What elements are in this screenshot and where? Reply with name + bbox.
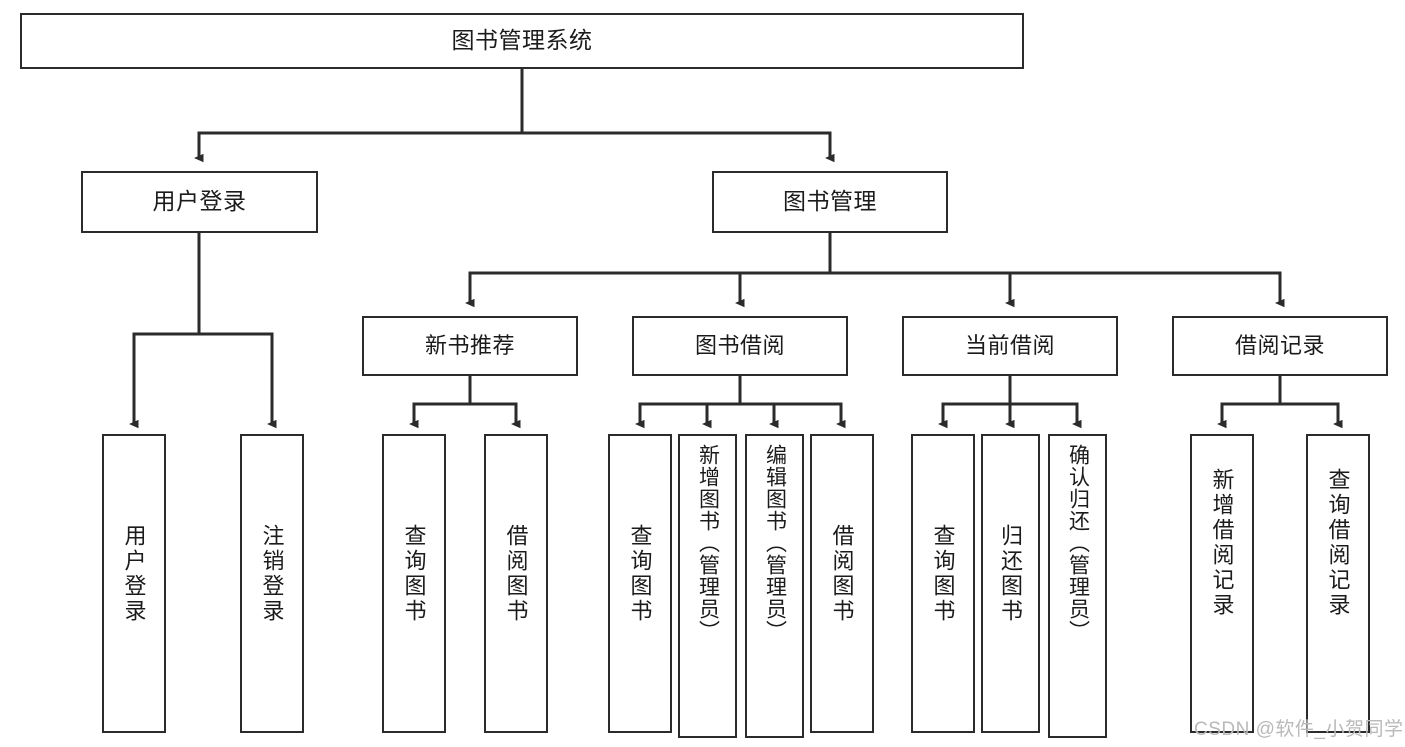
node-leaf-edit-book-label: 编辑图书（管理员） (763, 444, 787, 642)
node-leaf-query-record[interactable]: 查询借阅记录 (1306, 434, 1370, 733)
node-leaf-query-book-1-label: 查询图书 (401, 524, 427, 624)
node-root-system-label: 图书管理系统 (451, 27, 593, 54)
node-leaf-borrow-book-1-label: 借阅图书 (503, 524, 529, 624)
node-leaf-return-book[interactable]: 归还图书 (981, 434, 1040, 733)
node-leaf-borrow-book-1[interactable]: 借阅图书 (484, 434, 548, 733)
node-new-book-recommend[interactable]: 新书推荐 (362, 316, 578, 376)
node-leaf-query-book-3-label: 查询图书 (930, 524, 956, 624)
node-leaf-confirm-return[interactable]: 确认归还（管理员） (1048, 434, 1107, 738)
node-leaf-borrow-book-2[interactable]: 借阅图书 (810, 434, 874, 733)
node-leaf-confirm-return-label: 确认归还（管理员） (1066, 444, 1090, 642)
node-leaf-logout-label: 注销登录 (259, 524, 285, 624)
node-current-borrow-label: 当前借阅 (964, 333, 1055, 359)
node-book-manage[interactable]: 图书管理 (712, 171, 948, 233)
csdn-watermark: CSDN @软件_小贺同学 (1194, 719, 1404, 740)
node-user-login[interactable]: 用户登录 (81, 171, 318, 233)
node-leaf-borrow-book-2-label: 借阅图书 (829, 524, 855, 624)
node-book-borrow-label: 图书借阅 (694, 333, 785, 359)
node-leaf-add-record-label: 新增借阅记录 (1209, 468, 1235, 618)
node-leaf-query-book-1[interactable]: 查询图书 (382, 434, 446, 733)
node-leaf-return-book-label: 归还图书 (998, 524, 1024, 624)
node-new-book-recommend-label: 新书推荐 (424, 333, 515, 359)
node-leaf-logout[interactable]: 注销登录 (240, 434, 304, 733)
node-leaf-query-record-label: 查询借阅记录 (1325, 468, 1351, 618)
node-leaf-user-login[interactable]: 用户登录 (102, 434, 166, 733)
node-leaf-add-book-label: 新增图书（管理员） (696, 444, 720, 642)
node-leaf-add-book[interactable]: 新增图书（管理员） (678, 434, 737, 738)
node-book-manage-label: 图书管理 (783, 188, 877, 215)
node-leaf-query-book-2-label: 查询图书 (627, 524, 653, 624)
node-leaf-edit-book[interactable]: 编辑图书（管理员） (745, 434, 804, 738)
node-root-system[interactable]: 图书管理系统 (20, 13, 1024, 69)
node-book-borrow[interactable]: 图书借阅 (632, 316, 848, 376)
node-leaf-query-book-3[interactable]: 查询图书 (911, 434, 975, 733)
node-current-borrow[interactable]: 当前借阅 (902, 316, 1118, 376)
node-user-login-label: 用户登录 (152, 188, 247, 215)
node-leaf-user-login-label: 用户登录 (121, 524, 147, 624)
node-borrow-record[interactable]: 借阅记录 (1172, 316, 1388, 376)
node-leaf-add-record[interactable]: 新增借阅记录 (1190, 434, 1254, 733)
node-leaf-query-book-2[interactable]: 查询图书 (608, 434, 672, 733)
node-borrow-record-label: 借阅记录 (1234, 333, 1325, 359)
